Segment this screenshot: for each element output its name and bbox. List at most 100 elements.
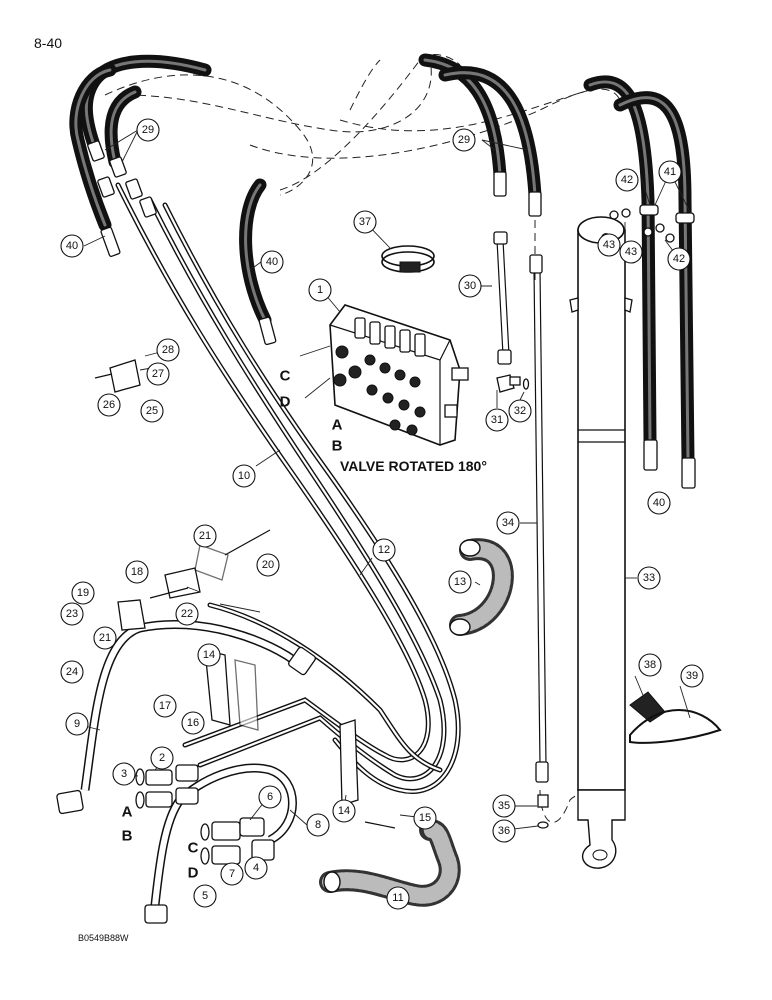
callout-circle (667, 247, 691, 271)
callout-number: 14 (203, 649, 215, 661)
callout-number: 27 (152, 368, 164, 380)
callout-circle (485, 408, 509, 432)
callout-number: 21 (99, 632, 111, 644)
callout-number: 17 (159, 700, 171, 712)
callout-number: 41 (664, 166, 676, 178)
callout-circle (112, 762, 136, 786)
fitting-port-c: C (188, 840, 199, 857)
callout-circle (260, 250, 284, 274)
callout-number: 39 (686, 670, 698, 682)
fittings-35-36 (537, 794, 549, 829)
callout-number: 12 (378, 544, 390, 556)
callout-number: 32 (514, 405, 526, 417)
callout-number: 43 (603, 239, 615, 251)
callout-number: 1 (317, 284, 323, 296)
callout-circle (93, 626, 117, 650)
callout-circle (193, 524, 217, 548)
callout-circle (492, 794, 516, 818)
port-fittings-2-7 (135, 764, 275, 865)
callout-circle (658, 160, 682, 184)
hose-routing-dashes (104, 54, 621, 823)
callout-circle (175, 602, 199, 626)
callout-circle (452, 128, 476, 152)
callout-circle (97, 393, 121, 417)
callout-number: 5 (202, 890, 208, 902)
callout-circle (140, 399, 164, 423)
callout-number: 3 (121, 768, 127, 780)
callout-circle (306, 813, 330, 837)
callout-number: 40 (66, 240, 78, 252)
callout-circle (60, 660, 84, 684)
callout-circle (615, 168, 639, 192)
callout-number: 40 (266, 256, 278, 268)
callout-number: 29 (142, 124, 154, 136)
callout-number: 30 (464, 280, 476, 292)
valve-port-b: B (332, 438, 343, 455)
callout-circle (125, 560, 149, 584)
callout-number: 20 (262, 559, 274, 571)
callout-circle (60, 602, 84, 626)
strap-38-39 (629, 691, 722, 744)
callout-number: 37 (359, 216, 371, 228)
callout-circle (181, 711, 205, 735)
callout-number: 42 (621, 174, 633, 186)
tubes-30-34 (493, 231, 549, 783)
callout-circle (508, 399, 532, 423)
callout-number: 14 (338, 805, 350, 817)
callout-number: 38 (644, 659, 656, 671)
callouts: 1234567891011121314141516171819202121222… (60, 118, 704, 910)
callout-circle (448, 570, 472, 594)
callout-circle (458, 274, 482, 298)
callout-number: 28 (162, 344, 174, 356)
hose-40-middle (239, 178, 277, 346)
hydraulic-cylinder (569, 216, 633, 869)
callout-number: 26 (103, 399, 115, 411)
callout-number: 2 (159, 752, 165, 764)
callout-circle (413, 806, 437, 830)
callout-number: 42 (673, 253, 685, 265)
leader-lines (76, 129, 691, 832)
callout-number: 21 (199, 530, 211, 542)
valve-port-c: C (280, 368, 291, 385)
callout-circle (71, 581, 95, 605)
callout-number: 24 (66, 666, 78, 678)
callout-circle (60, 234, 84, 258)
protective-sleeves (319, 538, 514, 907)
drawing-code: B0549B88W (78, 933, 129, 943)
callout-circle (637, 566, 661, 590)
callout-circle (244, 856, 268, 880)
callout-circle (256, 553, 280, 577)
callout-number: 9 (74, 718, 80, 730)
callout-number: 36 (498, 825, 510, 837)
callout-circle (150, 746, 174, 770)
fitting-port-d: D (188, 865, 199, 882)
callout-number: 19 (77, 587, 89, 599)
callout-number: 31 (491, 414, 503, 426)
callout-circle (153, 694, 177, 718)
callout-circle (386, 886, 410, 910)
callout-circle (197, 643, 221, 667)
hoses-10-12 (115, 182, 461, 794)
callout-circle (597, 233, 621, 257)
top-right-hoses (418, 53, 696, 489)
callout-circle (258, 785, 282, 809)
callout-number: 13 (454, 576, 466, 588)
callout-number: 4 (253, 862, 259, 874)
fittings-41-43 (609, 204, 695, 243)
callout-circle (353, 210, 377, 234)
fittings-31-32 (496, 374, 530, 393)
callout-circle (65, 712, 89, 736)
callout-number: 22 (181, 608, 193, 620)
callout-number: 15 (419, 812, 431, 824)
top-left-hoses (69, 54, 212, 257)
callout-number: 34 (502, 517, 514, 529)
callout-number: 33 (643, 572, 655, 584)
callout-number: 43 (625, 246, 637, 258)
callout-number: 18 (131, 566, 143, 578)
callout-circle (136, 118, 160, 142)
control-valve (329, 304, 469, 446)
callout-circle (372, 538, 396, 562)
callout-number: 40 (653, 497, 665, 509)
callout-number: 23 (66, 608, 78, 620)
